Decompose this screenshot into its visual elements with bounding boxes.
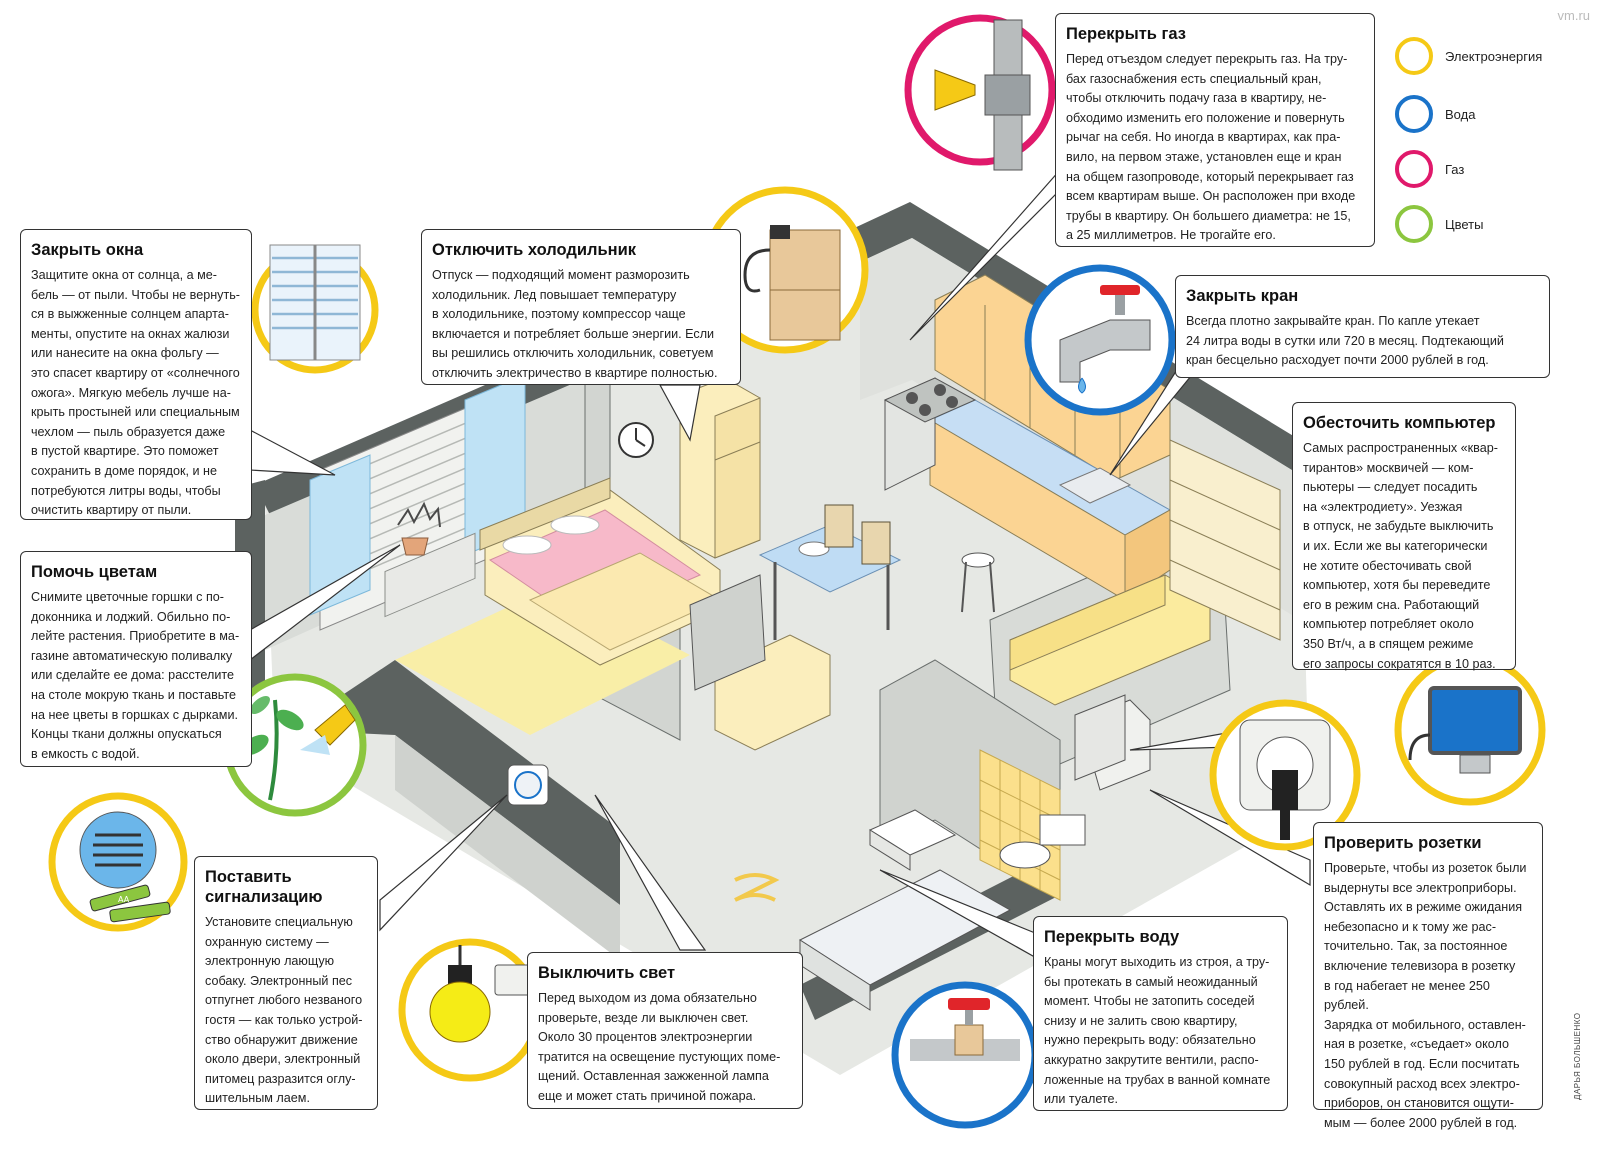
radiator-bedroom bbox=[384, 532, 476, 618]
bathroom-sink bbox=[868, 809, 957, 871]
computer-desk bbox=[1074, 694, 1151, 791]
callout-unplug-fridge: Отключить холодильник Отпуск — подходящи… bbox=[421, 229, 741, 385]
callout-title: Помочь цветам bbox=[31, 563, 158, 581]
towel-rail bbox=[734, 873, 780, 902]
legend-item-electricity: Электроэнергия bbox=[1395, 37, 1542, 75]
dining-table bbox=[758, 524, 902, 640]
callout-text: Установите специальную охранную систему … bbox=[205, 915, 363, 1106]
callout-text: Самых распространенных «квар- тирантов» … bbox=[1303, 441, 1498, 671]
outer-wall-back-right bbox=[850, 202, 1300, 475]
callout-title: Перекрыть газ bbox=[1066, 25, 1186, 43]
callout-text: Краны могут выходить из строя, а тру- бы… bbox=[1044, 955, 1271, 1107]
callout-text: Отпуск — подходящий момент разморозить х… bbox=[432, 268, 718, 380]
kitchen-counter bbox=[928, 399, 1172, 601]
water-pipe-inset bbox=[891, 981, 1039, 1129]
callout-close-tap: Закрыть кран Всегда плотно закрывайте кр… bbox=[1175, 275, 1550, 378]
callout-check-sockets: Проверить розетки Проверьте, чтобы из ро… bbox=[1313, 822, 1543, 1130]
legend-ring-flowers bbox=[1395, 205, 1433, 243]
tv-stand bbox=[689, 574, 831, 751]
bookshelf bbox=[1169, 439, 1281, 641]
callout-title: Поставить сигнализацию bbox=[205, 868, 323, 906]
callout-title: Перекрыть воду bbox=[1044, 928, 1180, 946]
gas-inset bbox=[904, 14, 1056, 171]
pillow-2 bbox=[550, 515, 600, 535]
site-watermark: vm.ru bbox=[1557, 8, 1591, 23]
legend-label: Вода bbox=[1445, 106, 1476, 122]
legend-ring-electricity bbox=[1395, 37, 1433, 75]
callout-title: Выключить свет bbox=[538, 964, 676, 982]
legend-label: Электроэнергия bbox=[1445, 48, 1543, 64]
callout-text: Проверьте, чтобы из розеток были выдерну… bbox=[1324, 861, 1527, 1130]
window-inset bbox=[251, 244, 379, 374]
legend-item-gas: Газ bbox=[1395, 150, 1464, 188]
dining-chairs bbox=[824, 504, 891, 565]
light-inset bbox=[398, 938, 542, 1082]
legend-label: Газ bbox=[1445, 161, 1465, 177]
alarm-device bbox=[507, 764, 549, 806]
callout-help-flowers: Помочь цветам Снимите цветочные горшки с… bbox=[20, 551, 252, 767]
stove bbox=[883, 377, 977, 491]
callout-text: Перед отъездом следует перекрыть газ. На… bbox=[1066, 52, 1356, 243]
pillow-1 bbox=[502, 535, 552, 555]
bed-headboard bbox=[479, 477, 611, 551]
callout-shut-gas: Перекрыть газ Перед отъездом следует пер… bbox=[1055, 13, 1375, 247]
callout-title: Закрыть окна bbox=[31, 241, 144, 259]
callout-unplug-computer: Обесточить компьютер Самых распространен… bbox=[1292, 402, 1516, 671]
legend-item-flowers: Цветы bbox=[1395, 205, 1483, 243]
stool bbox=[961, 552, 995, 613]
flowerpot bbox=[397, 501, 441, 556]
alarm-inset bbox=[48, 792, 188, 932]
callout-shut-water: Перекрыть воду Краны могут выходить из с… bbox=[1033, 916, 1288, 1111]
callout-title: Проверить розетки bbox=[1324, 834, 1482, 852]
legend-ring-water bbox=[1395, 95, 1433, 133]
callout-close-windows: Закрыть окна Защитите окна от солнца, а … bbox=[20, 229, 252, 520]
callout-title: Отключить холодильник bbox=[432, 241, 637, 259]
outer-wall-front-left bbox=[290, 660, 620, 905]
callout-install-alarm: Поставить сигнализацию Установите специа… bbox=[194, 856, 378, 1110]
callout-title: Закрыть кран bbox=[1186, 287, 1299, 305]
legend-item-water: Вода bbox=[1395, 95, 1475, 133]
callout-text: Снимите цветочные горшки с по- доконника… bbox=[31, 590, 240, 761]
sofa bbox=[1009, 574, 1211, 706]
computer-inset bbox=[1394, 654, 1546, 806]
legend-ring-gas bbox=[1395, 150, 1433, 188]
wall-face-front bbox=[395, 735, 620, 960]
callout-turn-off-light: Выключить свет Перед выходом из дома обя… bbox=[527, 952, 803, 1109]
tap-inset bbox=[1024, 264, 1176, 416]
socket-inset bbox=[1209, 699, 1361, 851]
fridge bbox=[679, 377, 761, 559]
callout-text: Защитите окна от солнца, а ме- бель — от… bbox=[31, 268, 240, 518]
battery-label: AA bbox=[118, 895, 130, 904]
callout-text: Всегда плотно закрывайте кран. По капле … bbox=[1186, 314, 1504, 368]
bathtub bbox=[798, 869, 1012, 1011]
toilet bbox=[999, 814, 1086, 869]
fridge-plug-inset bbox=[701, 186, 869, 354]
callout-text: Перед выходом из дома обязательно провер… bbox=[538, 991, 781, 1103]
author-credit: ДАРЬЯ БОЛЬШЕНКО bbox=[1573, 1012, 1582, 1100]
wall-clock bbox=[618, 422, 654, 458]
legend-label: Цветы bbox=[1445, 216, 1484, 232]
callout-title: Обесточить компьютер bbox=[1303, 414, 1496, 432]
